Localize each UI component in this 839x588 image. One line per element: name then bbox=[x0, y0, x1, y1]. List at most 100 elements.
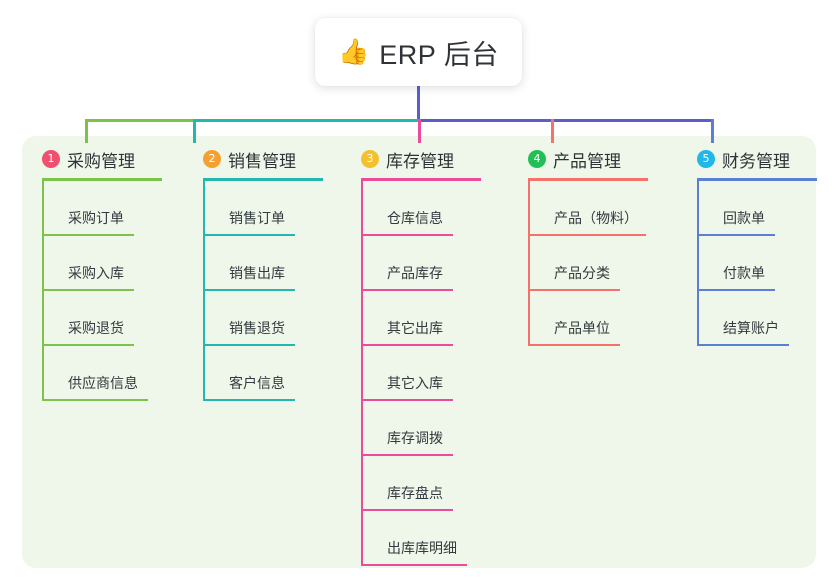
leaf-label: 销售订单 bbox=[229, 210, 285, 226]
leaf-label: 采购订单 bbox=[68, 210, 124, 226]
branch-title: 库存管理 bbox=[386, 151, 454, 171]
leaf-rule bbox=[361, 344, 453, 346]
connector-drop-product bbox=[551, 119, 554, 143]
leaf-label: 销售出库 bbox=[229, 265, 285, 281]
leaf-rule bbox=[42, 399, 148, 401]
thumbs-up-icon: 👍 bbox=[338, 37, 370, 66]
leaf-node[interactable]: 库存调拨 bbox=[361, 401, 481, 456]
branch-title: 采购管理 bbox=[67, 151, 135, 171]
leaf-label: 库存盘点 bbox=[387, 485, 443, 501]
leaf-rule bbox=[203, 399, 295, 401]
leaf-label: 其它入库 bbox=[387, 375, 443, 391]
leaf-node[interactable]: 采购退货 bbox=[42, 291, 162, 346]
leaf-node[interactable]: 销售订单 bbox=[203, 181, 323, 236]
leaf-rule bbox=[42, 234, 134, 236]
leaf-label: 产品库存 bbox=[387, 265, 443, 281]
leaf-rule bbox=[203, 344, 295, 346]
leaf-rule bbox=[528, 344, 620, 346]
leaf-rule bbox=[697, 289, 775, 291]
branch-header-rule bbox=[203, 178, 323, 181]
leaf-label: 销售退货 bbox=[229, 320, 285, 336]
leaf-label: 产品分类 bbox=[554, 265, 610, 281]
leaf-rule bbox=[361, 234, 453, 236]
leaf-node[interactable]: 仓库信息 bbox=[361, 181, 481, 236]
branch-header-4[interactable]: 4 产品管理 bbox=[528, 146, 648, 172]
branch-header-rule bbox=[697, 178, 817, 181]
leaf-rule bbox=[361, 399, 453, 401]
branch-column-产品管理: 4 产品管理产品（物料） 产品分类产品单位 bbox=[528, 146, 648, 346]
leaf-rule bbox=[203, 234, 295, 236]
leaf-node[interactable]: 付款单 bbox=[697, 236, 817, 291]
leaf-rule bbox=[203, 289, 295, 291]
connector-drop-inventory bbox=[418, 119, 421, 143]
leaf-rule bbox=[42, 344, 134, 346]
leaf-rule bbox=[528, 289, 620, 291]
leaf-node[interactable]: 回款单 bbox=[697, 181, 817, 236]
leaf-node[interactable]: 产品单位 bbox=[528, 291, 648, 346]
connector-drop-sales bbox=[193, 119, 196, 143]
connector-segment-inventory-to-finance bbox=[418, 119, 711, 122]
leaf-label: 产品单位 bbox=[554, 320, 610, 336]
branch-children: 销售订单销售出库销售退货客户信息 bbox=[203, 181, 323, 401]
branch-badge-4: 4 bbox=[528, 150, 546, 168]
leaf-label: 库存调拨 bbox=[387, 430, 443, 446]
branch-header-rule bbox=[42, 178, 162, 181]
connector-drop-finance bbox=[711, 119, 714, 143]
root-node-card[interactable]: 👍 ERP 后台 bbox=[315, 18, 522, 86]
diagram-panel bbox=[22, 136, 816, 568]
leaf-node[interactable]: 产品（物料） bbox=[528, 181, 648, 236]
leaf-rule bbox=[528, 234, 646, 236]
leaf-node[interactable]: 库存盘点 bbox=[361, 456, 481, 511]
leaf-node[interactable]: 出库库明细 bbox=[361, 511, 481, 566]
leaf-node[interactable]: 其它入库 bbox=[361, 346, 481, 401]
connector-segment-sales-to-inventory bbox=[193, 119, 418, 122]
branch-badge-3: 3 bbox=[361, 150, 379, 168]
leaf-node[interactable]: 其它出库 bbox=[361, 291, 481, 346]
branch-children: 回款单付款单结算账户 bbox=[697, 181, 817, 346]
branch-children: 采购订单采购入库采购退货供应商信息 bbox=[42, 181, 162, 401]
leaf-label: 出库库明细 bbox=[387, 540, 457, 556]
branch-children: 仓库信息产品库存其它出库其它入库库存调拨库存盘点出库库明细 bbox=[361, 181, 481, 566]
leaf-rule bbox=[697, 234, 775, 236]
leaf-label: 仓库信息 bbox=[387, 210, 443, 226]
leaf-label: 回款单 bbox=[723, 210, 765, 226]
leaf-node[interactable]: 供应商信息 bbox=[42, 346, 162, 401]
leaf-node[interactable]: 结算账户 bbox=[697, 291, 817, 346]
leaf-node[interactable]: 客户信息 bbox=[203, 346, 323, 401]
leaf-rule bbox=[361, 289, 453, 291]
leaf-label: 采购入库 bbox=[68, 265, 124, 281]
branch-header-2[interactable]: 2 销售管理 bbox=[203, 146, 323, 172]
leaf-node[interactable]: 销售出库 bbox=[203, 236, 323, 291]
branch-badge-2: 2 bbox=[203, 150, 221, 168]
leaf-rule bbox=[42, 289, 134, 291]
leaf-label: 付款单 bbox=[723, 265, 765, 281]
leaf-label: 结算账户 bbox=[723, 320, 779, 336]
leaf-label: 客户信息 bbox=[229, 375, 285, 391]
root-title: ERP 后台 bbox=[379, 39, 499, 70]
branch-spine bbox=[203, 181, 205, 401]
leaf-label: 采购退货 bbox=[68, 320, 124, 336]
branch-title: 财务管理 bbox=[722, 151, 790, 171]
connector-root-stem bbox=[417, 86, 420, 122]
leaf-node[interactable]: 销售退货 bbox=[203, 291, 323, 346]
branch-header-3[interactable]: 3 库存管理 bbox=[361, 146, 481, 172]
branch-column-销售管理: 2 销售管理销售订单销售出库销售退货客户信息 bbox=[203, 146, 323, 401]
leaf-node[interactable]: 采购订单 bbox=[42, 181, 162, 236]
branch-title: 产品管理 bbox=[553, 151, 621, 171]
leaf-label: 其它出库 bbox=[387, 320, 443, 336]
branch-header-rule bbox=[361, 178, 481, 181]
leaf-node[interactable]: 采购入库 bbox=[42, 236, 162, 291]
branch-spine bbox=[42, 181, 44, 401]
branch-spine bbox=[697, 181, 699, 346]
leaf-rule bbox=[361, 509, 453, 511]
leaf-node[interactable]: 产品分类 bbox=[528, 236, 648, 291]
leaf-rule bbox=[697, 344, 789, 346]
leaf-label: 供应商信息 bbox=[68, 375, 138, 391]
branch-column-库存管理: 3 库存管理仓库信息产品库存其它出库其它入库库存调拨库存盘点出库库明细 bbox=[361, 146, 481, 566]
branch-title: 销售管理 bbox=[228, 151, 296, 171]
leaf-node[interactable]: 产品库存 bbox=[361, 236, 481, 291]
